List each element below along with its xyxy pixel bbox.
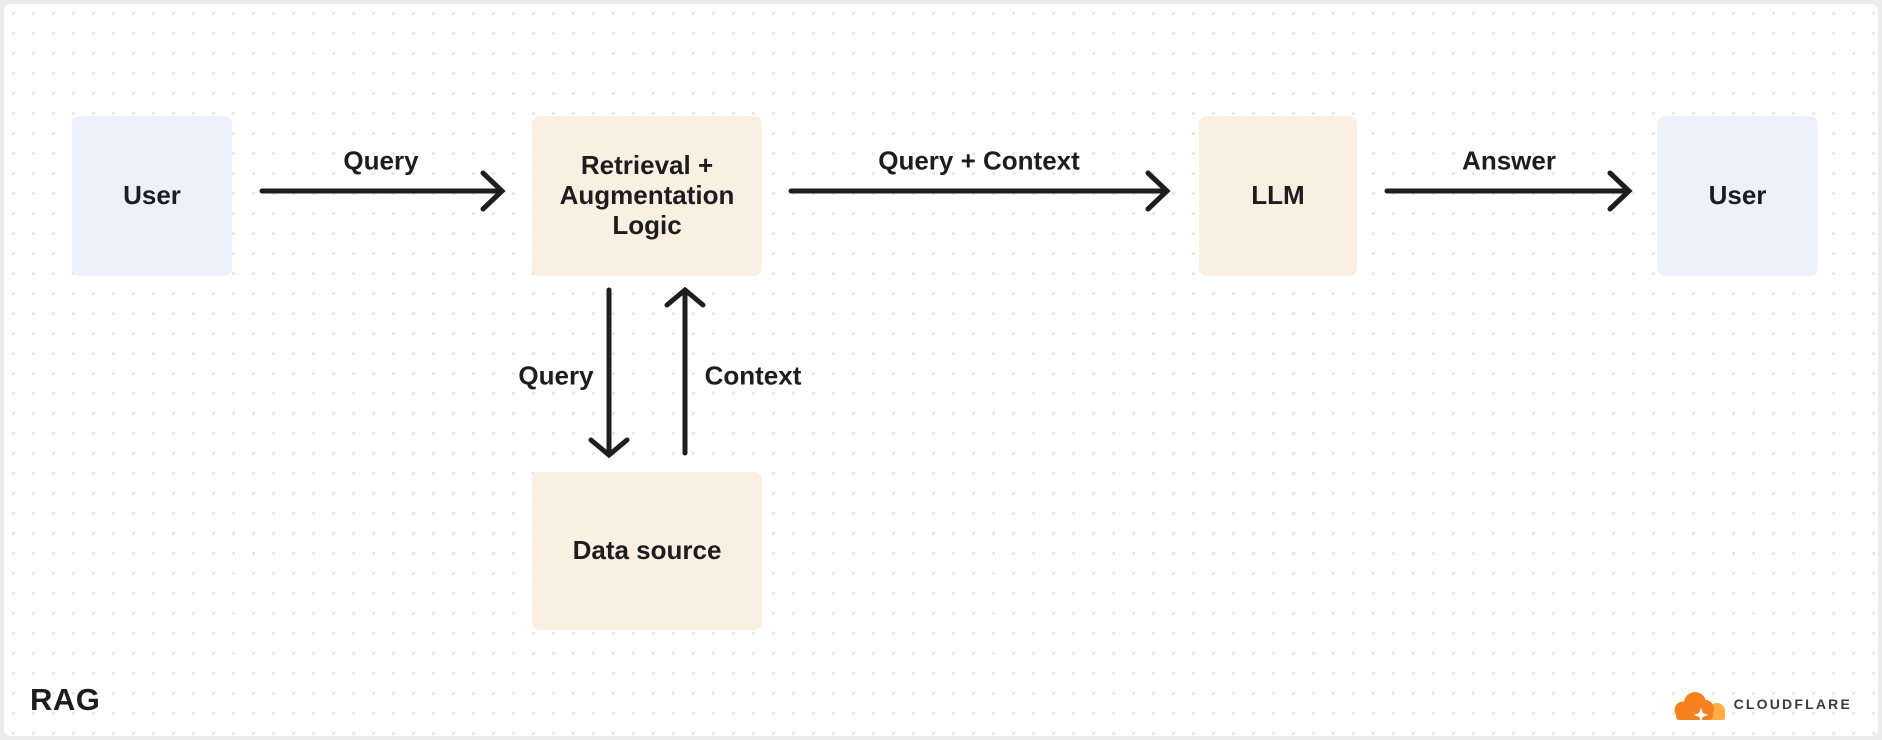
node-label: Data source [572, 535, 722, 566]
edge-label-query-down: Query [518, 360, 594, 391]
arrow-user-to-retrieval [259, 170, 506, 212]
node-label: LLM [1251, 180, 1305, 211]
arrow-retrieval-to-llm [788, 170, 1171, 212]
node-label: User [123, 180, 181, 211]
node-llm: LLM [1199, 116, 1357, 276]
node-data-source: Data source [532, 472, 762, 630]
edge-label-query-context: Query + Context [878, 145, 1080, 176]
diagram-title: RAG [30, 682, 101, 717]
node-label: User [1708, 180, 1767, 211]
arrow-datasource-to-retrieval [664, 286, 706, 456]
arrow-layer [259, 170, 1633, 459]
cloudflare-wordmark: CLOUDFLARE [1733, 696, 1852, 712]
edge-label-context-up: Context [704, 360, 802, 391]
arrow-retrieval-to-datasource [588, 287, 630, 459]
cloudflare-branding: CLOUDFLARE [1673, 688, 1852, 722]
node-user-right: User [1657, 116, 1818, 276]
node-retrieval-augmentation-logic: Retrieval + Augmentation Logic [532, 116, 762, 276]
node-label: Retrieval + Augmentation Logic [559, 150, 735, 240]
node-user-left: User [72, 116, 232, 276]
edge-label-query: Query [343, 145, 419, 176]
cloudflare-cloud-logo-icon [1674, 692, 1725, 722]
arrow-llm-to-user [1384, 170, 1633, 212]
diagram-canvas: User Retrieval + Augmentation Logic LLM … [4, 4, 1878, 736]
edge-label-answer: Answer [1462, 145, 1556, 176]
